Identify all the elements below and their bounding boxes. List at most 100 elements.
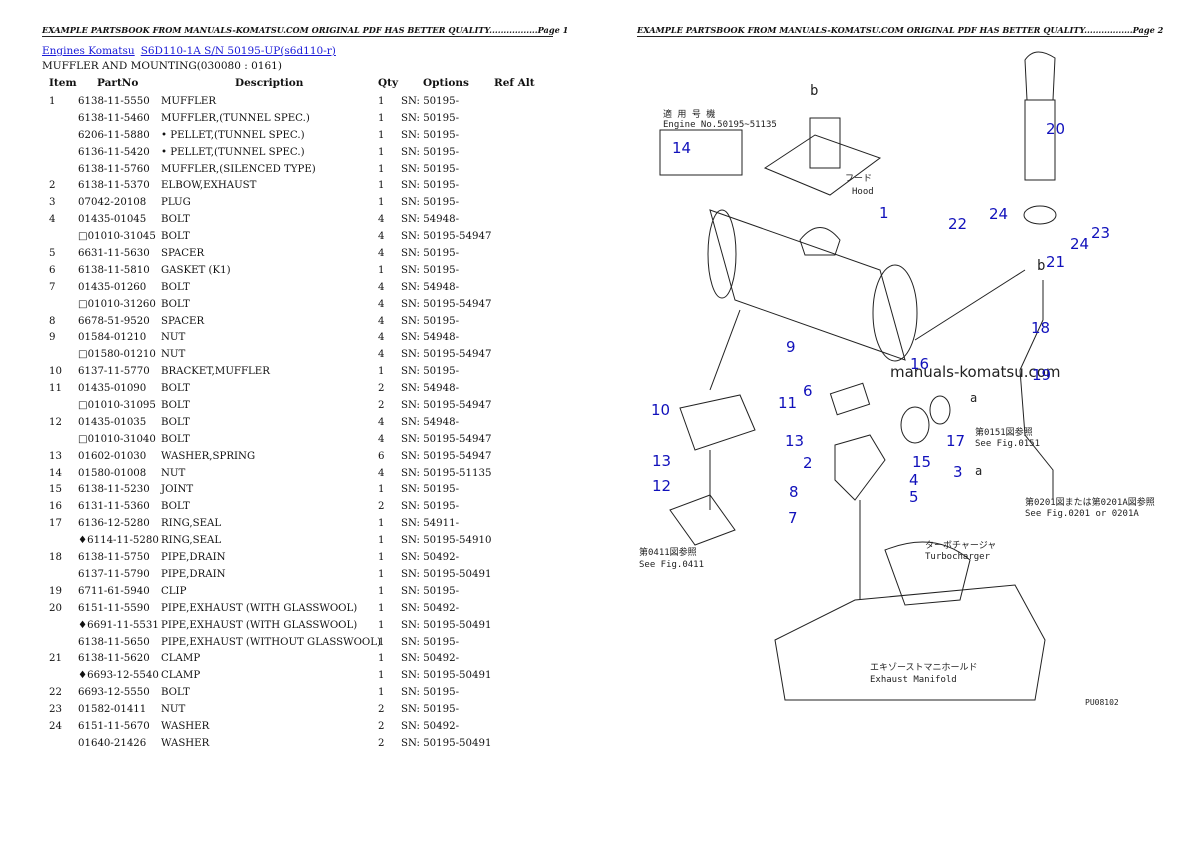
cell-description: PIPE,EXHAUST (WITH GLASSWOOL) — [161, 602, 358, 614]
cell-qty: 4 — [378, 298, 385, 310]
fig-0411-label: See Fig.0411 — [639, 560, 704, 570]
cell-options: SN: 50492- — [401, 720, 460, 732]
breadcrumb-link-model[interactable]: S6D110-1A S/N 50195-UP(s6d110-r) — [140, 45, 336, 57]
cell-partno: 6138-11-5460 — [78, 112, 150, 124]
cell-qty: 4 — [378, 281, 385, 293]
cell-options: SN: 50195- — [401, 248, 460, 260]
cell-partno: 6138-11-5750 — [78, 552, 150, 564]
exhaust-manifold-label: Exhaust Manifold — [870, 675, 957, 685]
cell-item: 21 — [49, 653, 62, 665]
cell-item: 18 — [49, 552, 62, 564]
cell-item: 23 — [49, 704, 62, 716]
page-1: EXAMPLE PARTSBOOK FROM MANUALS-KOMATSU.C… — [42, 25, 568, 749]
cell-partno: 6138-11-5230 — [78, 484, 150, 496]
cell-qty: 1 — [378, 197, 385, 209]
page-header: EXAMPLE PARTSBOOK FROM MANUALS-KOMATSU.C… — [637, 25, 1164, 37]
cell-partno: 01582-01411 — [78, 704, 147, 716]
cell-options: SN: 54948- — [401, 214, 460, 226]
breadcrumb-link-engines[interactable]: Engines Komatsu — [42, 45, 135, 57]
cell-qty: 1 — [378, 484, 385, 496]
cell-qty: 1 — [378, 264, 385, 276]
callout-1: 1 — [879, 204, 889, 222]
cell-qty: 1 — [378, 518, 385, 530]
cell-options: SN: 54948- — [401, 281, 460, 293]
cell-item: 6 — [49, 264, 56, 276]
cell-partno: 6151-11-5590 — [78, 602, 150, 614]
engine-no-jp-label: 適 用 号 機 — [663, 108, 715, 120]
cell-description: BOLT — [161, 687, 190, 699]
cell-description: BRACKET,MUFFLER — [161, 366, 270, 378]
turbocharger-label: Turbocharger — [925, 552, 991, 562]
exhaust-pipe — [1024, 99, 1056, 181]
callout-15: 15 — [912, 453, 931, 471]
cell-partno: 01435-01260 — [78, 281, 147, 293]
cell-options: SN: 50195-54947 — [401, 298, 492, 310]
cell-qty: 4 — [378, 315, 385, 327]
cell-description: PIPE,EXHAUST (WITH GLASSWOOL) — [161, 619, 358, 631]
cell-qty: 1 — [378, 568, 385, 580]
cell-description: PIPE,DRAIN — [161, 568, 226, 580]
cell-qty: 1 — [378, 163, 385, 175]
cell-description: CLAMP — [161, 653, 201, 665]
callout-12: 12 — [652, 477, 671, 495]
column-header-item: Item — [49, 77, 77, 89]
callout-24: 24 — [1070, 235, 1089, 253]
cell-description: WASHER — [161, 720, 210, 732]
page-2: EXAMPLE PARTSBOOK FROM MANUALS-KOMATSU.C… — [595, 0, 1190, 842]
callout-5: 5 — [909, 488, 919, 506]
cell-partno: □01010-31260 — [78, 298, 156, 310]
callout-22: 22 — [948, 215, 967, 233]
hood-label: Hood — [852, 187, 874, 197]
breadcrumb: Engines Komatsu S6D110-1A S/N 50195-UP(s6… — [42, 45, 336, 57]
hood-stack — [809, 117, 841, 169]
cell-description: • PELLET,(TUNNEL SPEC.) — [161, 146, 305, 158]
cell-item: 12 — [49, 416, 62, 428]
cell-options: SN: 50195-54910 — [401, 535, 492, 547]
cell-qty: 4 — [378, 433, 385, 445]
cell-item: 3 — [49, 197, 56, 209]
cell-item: 4 — [49, 214, 56, 226]
cell-item: 2 — [49, 180, 56, 192]
callout-6: 6 — [803, 382, 813, 400]
cell-description: BOLT — [161, 298, 190, 310]
cell-item: 10 — [49, 366, 62, 378]
callout-20: 20 — [1046, 120, 1065, 138]
fig-0151-label: See Fig.0151 — [975, 439, 1040, 449]
cell-partno: 6137-11-5770 — [78, 366, 150, 378]
hood-plate — [763, 134, 882, 196]
cell-partno: □01010-31095 — [78, 400, 156, 412]
cell-item: 13 — [49, 450, 62, 462]
cell-description: BOLT — [161, 231, 190, 243]
cell-options: SN: 50195- — [401, 366, 460, 378]
cell-qty: 4 — [378, 231, 385, 243]
cell-qty: 1 — [378, 129, 385, 141]
cell-item: 11 — [49, 383, 62, 395]
exhaust-manifold-jp-label: エキゾーストマニホールド — [870, 662, 978, 673]
cell-description: BOLT — [161, 400, 190, 412]
ref-a-1: a — [970, 391, 977, 405]
figure-code: PU08102 — [1085, 698, 1119, 707]
cell-options: SN: 50492- — [401, 653, 460, 665]
cell-qty: 1 — [378, 670, 385, 682]
cell-qty: 4 — [378, 332, 385, 344]
cell-options: SN: 50195- — [401, 112, 460, 124]
cell-options: SN: 50195- — [401, 687, 460, 699]
cell-partno: ♦6114-11-5280 — [78, 535, 159, 547]
cell-description: NUT — [161, 467, 186, 479]
cell-options: SN: 50195- — [401, 197, 460, 209]
cell-options: SN: 50195-50491 — [401, 568, 492, 580]
callout-11: 11 — [778, 394, 797, 412]
